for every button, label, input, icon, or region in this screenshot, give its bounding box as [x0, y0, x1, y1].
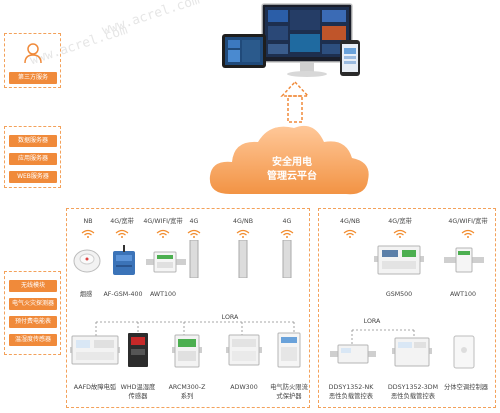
device-label: 恶性负载管控表	[390, 393, 436, 400]
cloud-title-line2: 管理云平台	[267, 171, 317, 182]
aafd-device	[70, 335, 120, 365]
awt100-device	[444, 247, 484, 273]
split-ac-controller-device	[453, 335, 475, 369]
right-device-group	[318, 208, 496, 408]
modules-box: 无线模块 电气火灾探测器 预付费电能表 温湿度传感器	[4, 271, 61, 355]
service-item: 数据服务器	[9, 135, 57, 147]
signal-label: 4G/WIFI/宽带	[143, 218, 183, 225]
device-label: AAFD故障电弧	[73, 384, 117, 391]
signal-label: 4G/NB	[232, 218, 254, 225]
cloud-shape	[209, 125, 369, 195]
wifi-icon	[156, 229, 170, 238]
device-label: 式保护器	[276, 393, 302, 400]
services-box: 数据服务器 应用服务器 WEB服务器	[4, 126, 61, 188]
wifi-icon	[280, 229, 294, 238]
wifi-icon	[187, 229, 201, 238]
arcm300-z-device	[172, 334, 202, 368]
module-item: 电气火灾探测器	[9, 298, 57, 310]
wifi-icon	[461, 229, 475, 238]
awt100-device	[146, 251, 186, 273]
module-item: 温湿度传感器	[9, 334, 57, 346]
signal-label: 4G/WIFI/宽带	[448, 218, 488, 225]
third-party-label: 第三方服务	[9, 72, 57, 84]
cloud-title-line1: 安全用电	[272, 157, 312, 168]
adw300-device	[226, 334, 262, 366]
upload-arrow	[280, 80, 310, 123]
device-label: AWT100	[149, 291, 177, 298]
din-rail-device	[282, 240, 292, 278]
wifi-icon	[115, 229, 129, 238]
din-rail-device	[189, 240, 199, 278]
lora-label: LORA	[363, 318, 381, 325]
platform-devices-illustration	[222, 3, 360, 77]
wifi-icon	[393, 229, 407, 238]
watermark: www.acrel.com	[100, 0, 202, 39]
device-label: DDSY1352-NK	[328, 384, 374, 391]
gsm500-device	[374, 245, 424, 275]
af-gsm-400-device	[113, 245, 135, 275]
module-item: 无线模块	[9, 280, 57, 292]
module-item: 预付费电能表	[9, 316, 57, 328]
ddsy1352-3dm-device	[392, 337, 432, 367]
device-label: 恶性负载管控表	[328, 393, 374, 400]
device-label: 传感器	[128, 393, 148, 400]
device-label: ARCM300-Z	[168, 384, 206, 391]
ddsy1352-nk-device	[330, 344, 376, 364]
service-item: WEB服务器	[9, 171, 57, 183]
wifi-icon	[236, 229, 250, 238]
device-label: WHD温湿度	[120, 384, 156, 391]
signal-label: 4G	[189, 218, 199, 225]
signal-label: 4G	[282, 218, 292, 225]
smoke-detector-device	[73, 249, 101, 273]
left-device-group	[66, 208, 310, 408]
device-label: AWT100	[449, 291, 477, 298]
service-item: 应用服务器	[9, 153, 57, 165]
third-party-box: 第三方服务	[4, 33, 61, 88]
device-label: 分体空调控制器	[443, 384, 489, 391]
device-label: 电气防火限流	[270, 384, 308, 391]
din-rail-device	[238, 240, 248, 278]
current-limit-protector-device	[277, 332, 301, 368]
wifi-icon	[343, 229, 357, 238]
wifi-icon	[81, 229, 95, 238]
signal-label: 4G/宽带	[388, 218, 412, 225]
signal-label: 4G/NB	[339, 218, 361, 225]
device-label: 烟感	[79, 291, 93, 298]
device-label: GSM500	[385, 291, 413, 298]
device-label: DDSY1352-3DM	[387, 384, 439, 391]
whd-device	[128, 333, 148, 367]
lora-label: LORA	[221, 314, 239, 321]
device-label: AF-GSM-400	[103, 291, 143, 298]
user-icon	[24, 43, 42, 64]
signal-label: NB	[83, 218, 93, 225]
device-label: ADW300	[230, 384, 258, 391]
signal-label: 4G/宽带	[110, 218, 134, 225]
device-label: 系列	[180, 393, 194, 400]
